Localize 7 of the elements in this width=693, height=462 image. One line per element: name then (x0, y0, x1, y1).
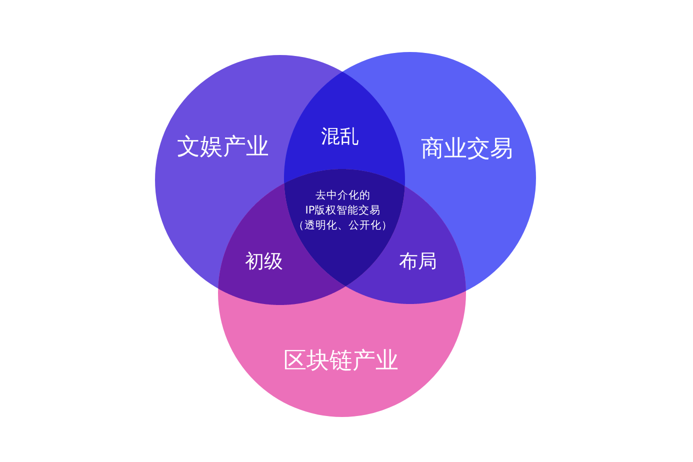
overlap-label: 初级 (245, 250, 283, 274)
circle-label: 商业交易 (421, 136, 513, 164)
circle-label: 文娱产业 (177, 134, 269, 162)
overlap-label: 混乱 (321, 126, 359, 148)
circle-label: 区块链产业 (284, 348, 398, 376)
center-label: 去中介化的IP版权智能交易（透明化、公开化） (294, 188, 392, 234)
overlap-label: 布局 (399, 250, 437, 274)
